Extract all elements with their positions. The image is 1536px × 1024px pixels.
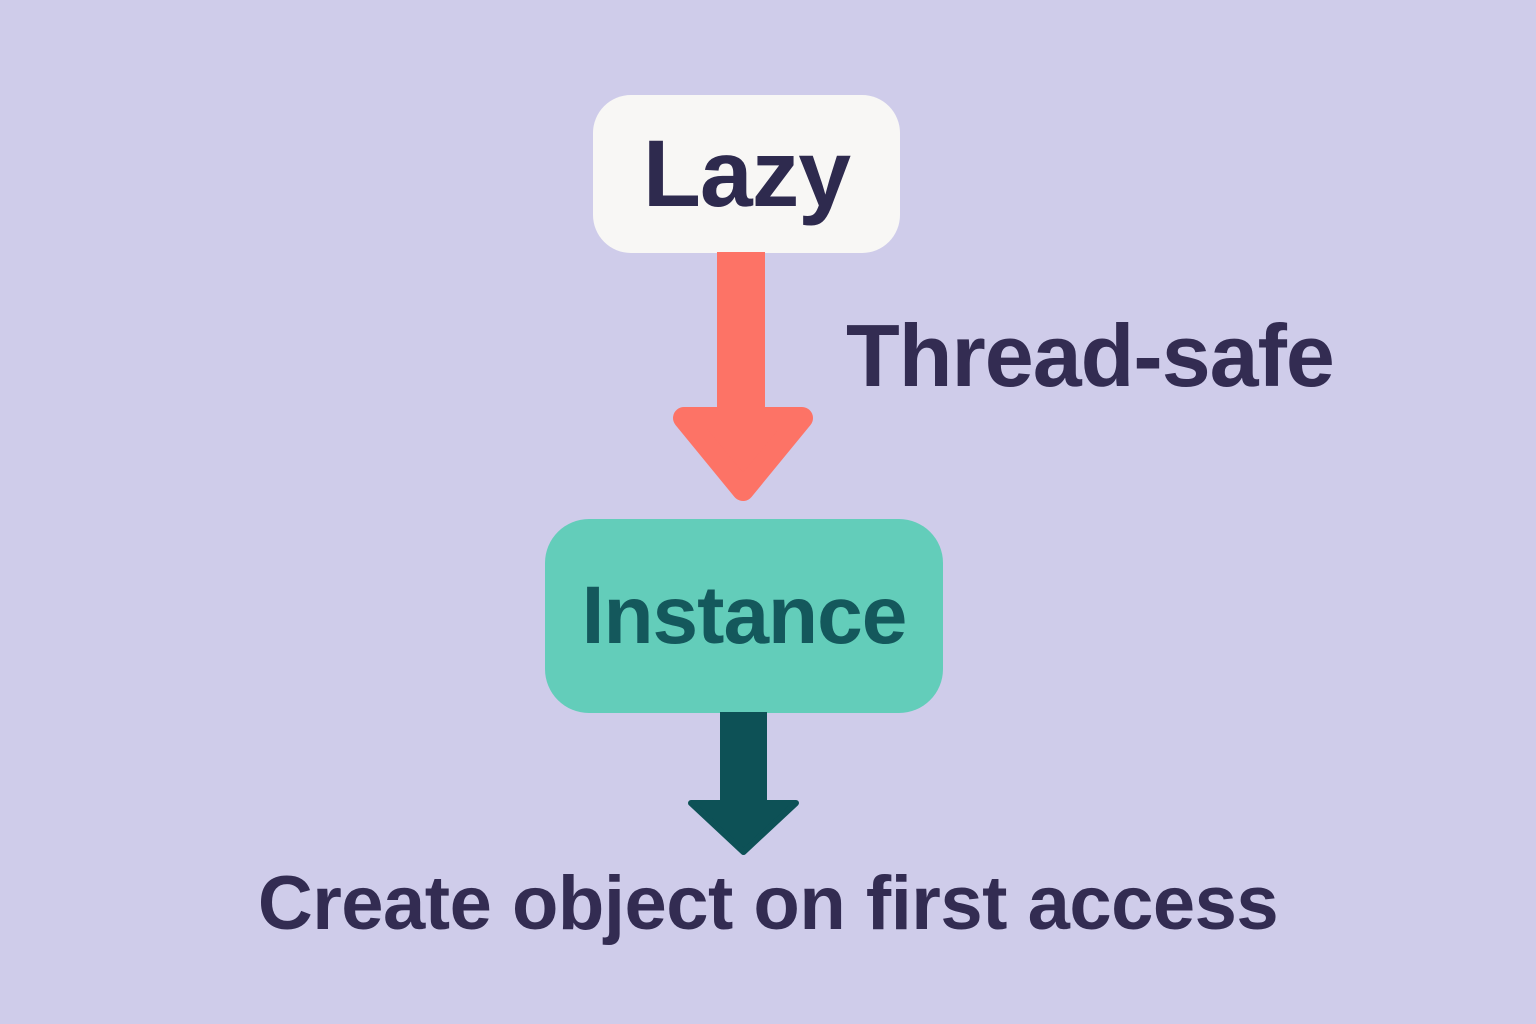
lazy-node: Lazy [593, 95, 900, 253]
arrow-head [688, 800, 799, 855]
lazy-node-label: Lazy [642, 120, 851, 227]
down-arrow-lazy-to-instance [673, 252, 813, 501]
arrow-shaft [717, 252, 765, 414]
arrow-shaft [720, 712, 767, 803]
arrow-head [673, 407, 813, 501]
thread-safe-label: Thread-safe [846, 306, 1335, 405]
instance-node-label: Instance [581, 570, 908, 661]
instance-node: Instance [545, 519, 943, 713]
down-arrow-instance-to-caption [688, 712, 799, 855]
caption-label: Create object on first access [257, 861, 1279, 946]
